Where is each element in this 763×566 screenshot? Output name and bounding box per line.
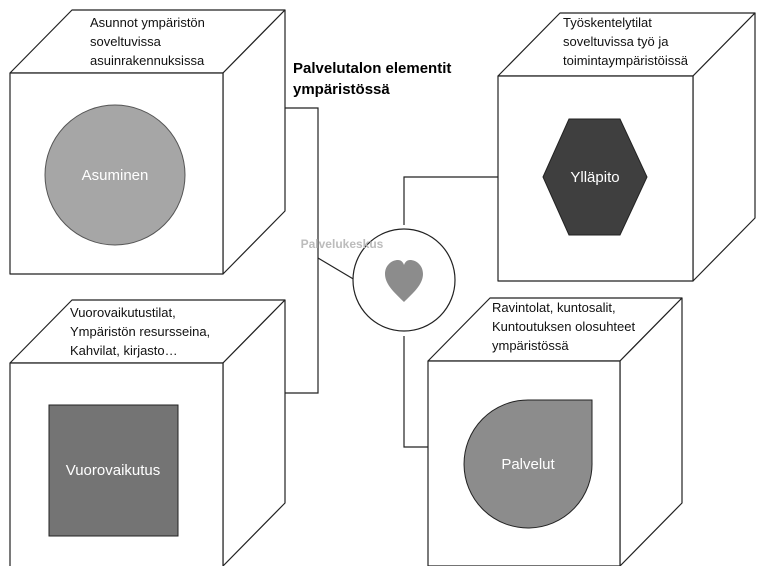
center-label: Palvelukeskus (301, 237, 384, 251)
heart-icon (385, 260, 423, 302)
asuminen-circle (44, 104, 186, 246)
palvelut-teardrop (463, 399, 593, 529)
label-yllapito: Ylläpito (570, 169, 619, 186)
caption-yllapito: Työskentelytilat soveltuvissa työ ja toi… (563, 15, 689, 68)
yllapito-hexagon (542, 118, 648, 236)
box-vuorovaikutus: Vuorovaikutustilat, Ympäristön resurssei… (9, 299, 286, 566)
caption-palvelut: Ravintolat, kuntosalit, Kuntoutuksen olo… (492, 300, 639, 353)
box-asuminen: Asunnot ympäristön soveltuvissa asuinrak… (9, 9, 286, 275)
label-vuorovaikutus: Vuorovaikutus (66, 462, 161, 479)
caption-vuorovaikutus: Vuorovaikutustilat, Ympäristön resurssei… (70, 305, 214, 358)
vuorovaikutus-square (48, 404, 179, 537)
diagram-title: Palvelutalon elementit ympäristössä (293, 60, 456, 98)
box-yllapito: Työskentelytilat soveltuvissa työ ja toi… (497, 12, 756, 282)
box-palvelut: Ravintolat, kuntosalit, Kuntoutuksen olo… (427, 297, 683, 566)
caption-asuminen: Asunnot ympäristön soveltuvissa asuinrak… (90, 15, 209, 68)
center-node: Palvelukeskus (301, 228, 456, 332)
connector-lines (285, 107, 498, 448)
label-palvelut: Palvelut (501, 456, 555, 473)
label-asuminen: Asuminen (82, 167, 149, 184)
